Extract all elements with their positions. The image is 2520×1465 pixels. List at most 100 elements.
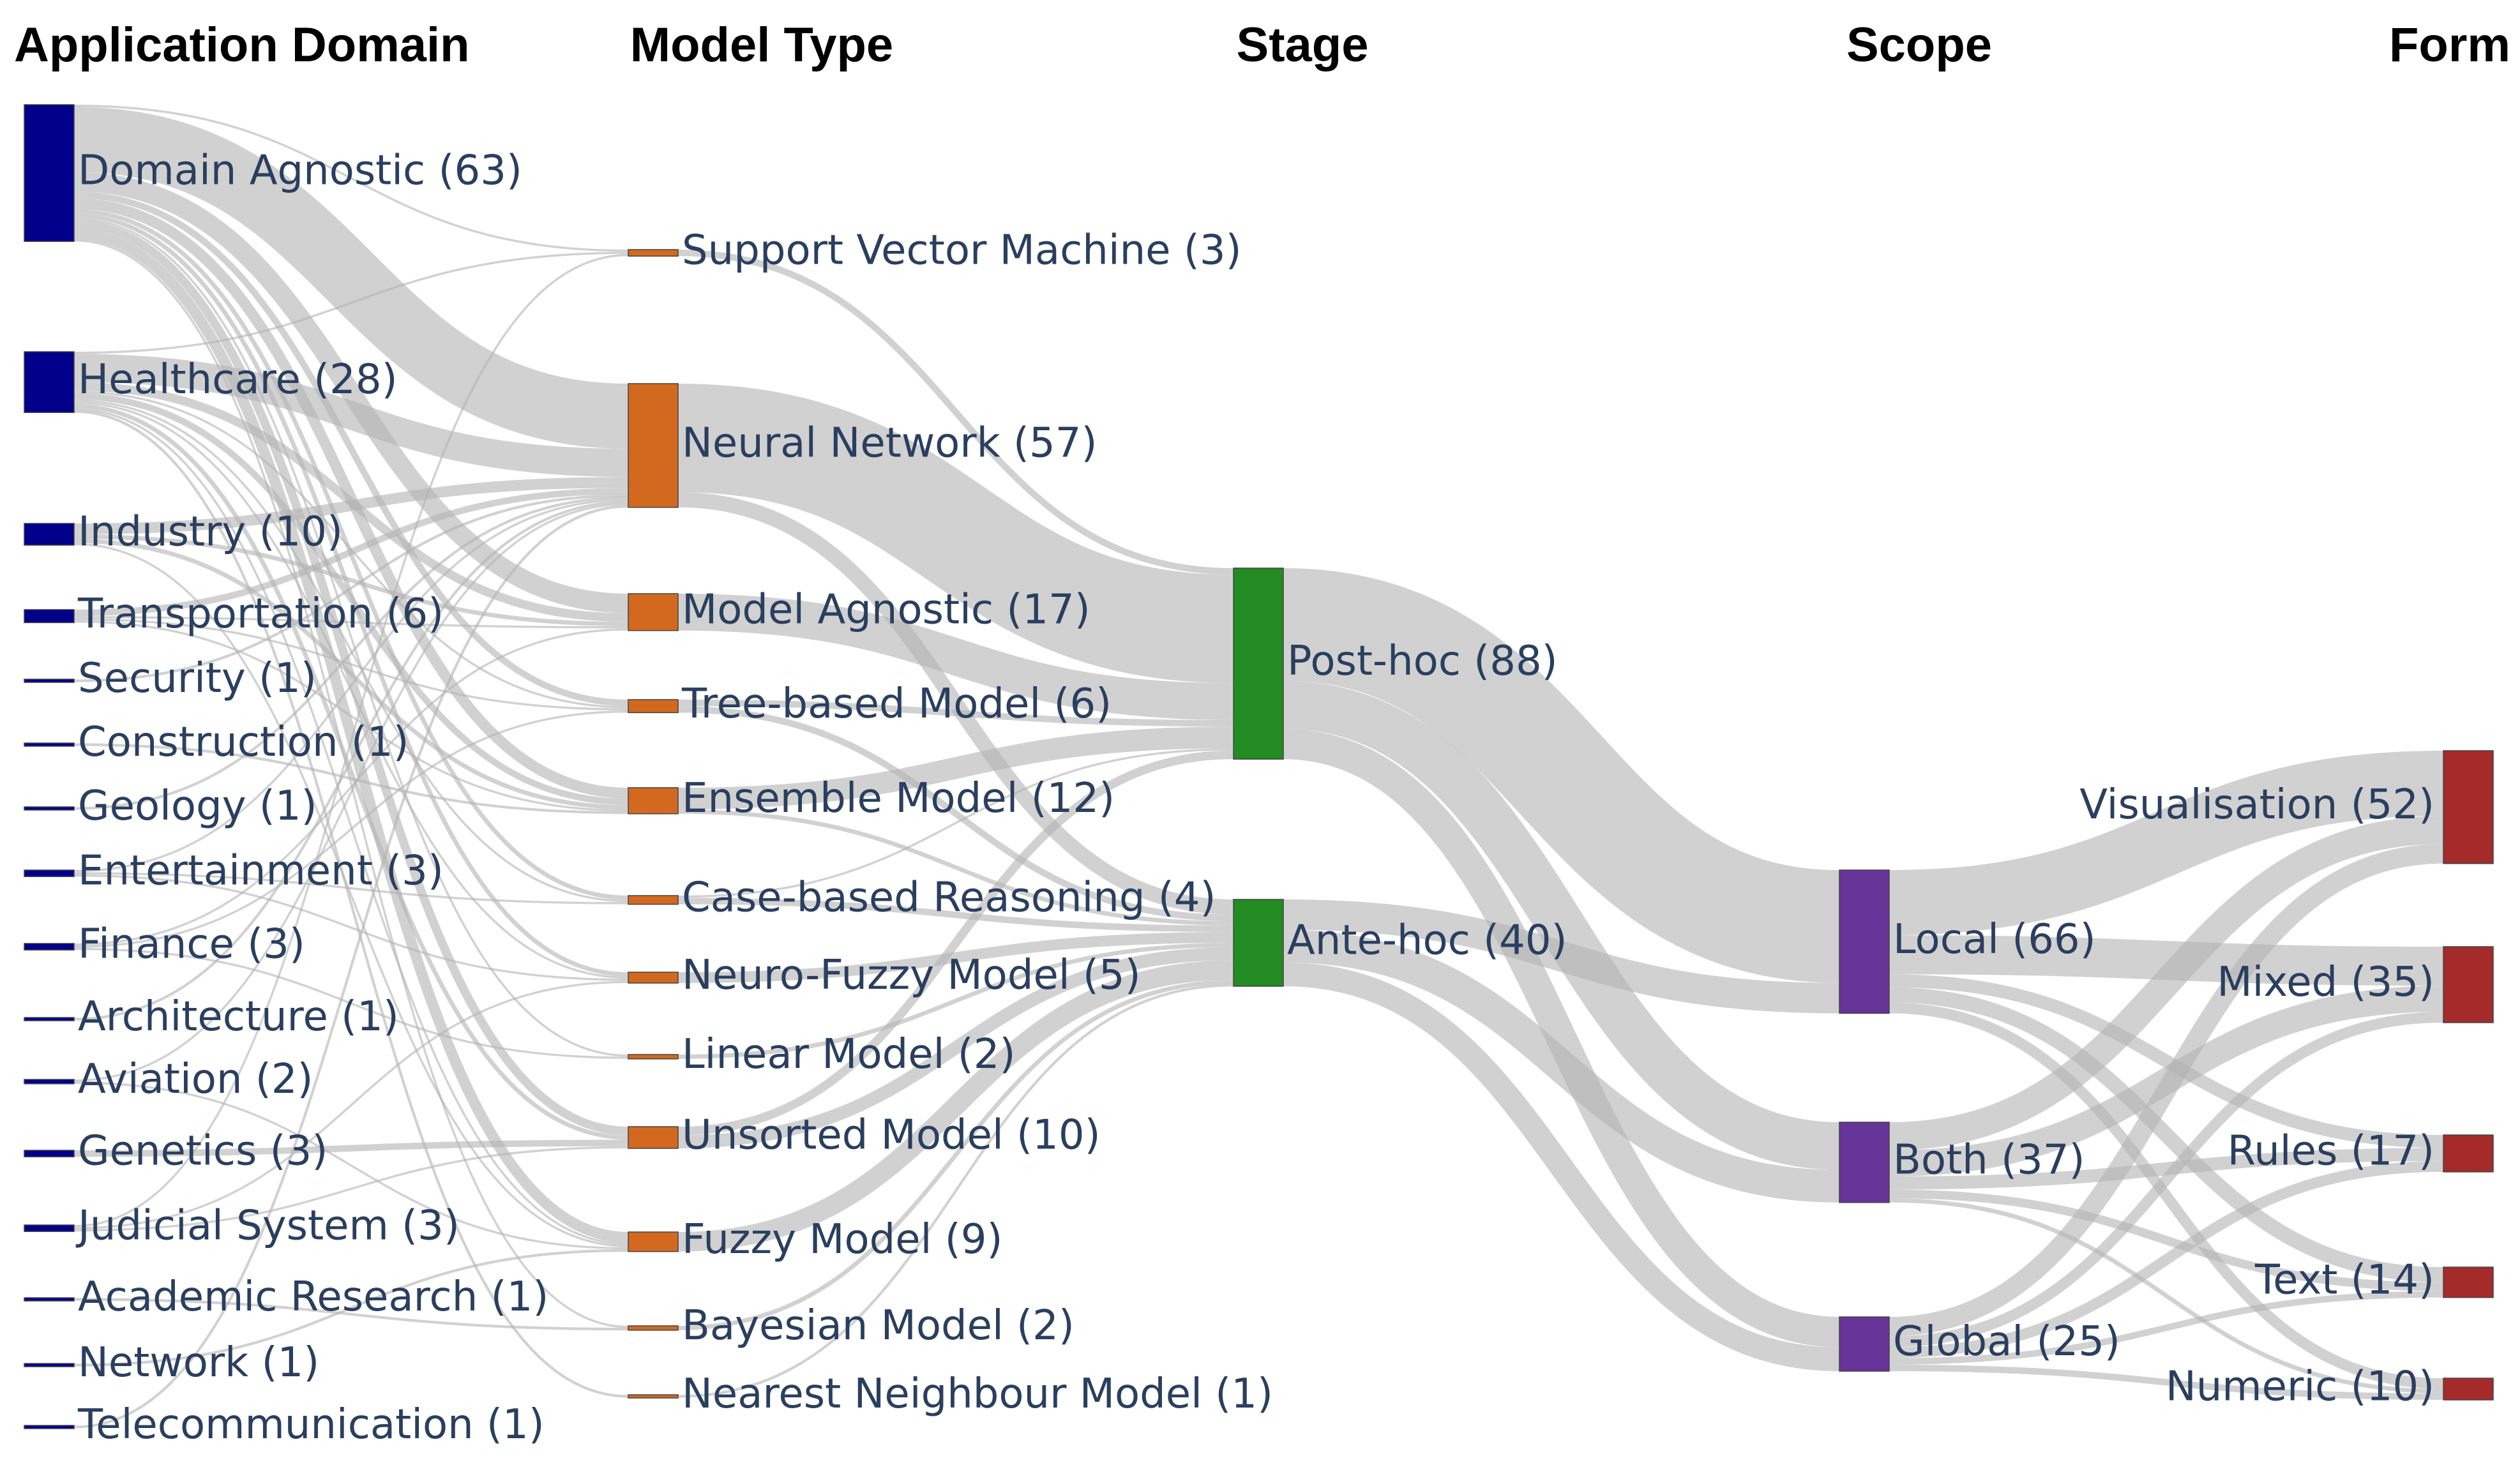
node-d_telecom[interactable] — [24, 1425, 75, 1429]
node-d_security[interactable] — [24, 679, 75, 683]
flow-link-d_industry-to-m_agnostic — [73, 534, 629, 626]
node-c_local[interactable] — [1839, 869, 1890, 1014]
node-d_network[interactable] — [24, 1363, 75, 1367]
label-m_bayes: Bayesian Model (2) — [682, 1302, 1075, 1349]
node-d_entertainment[interactable] — [24, 869, 75, 877]
node-m_nn[interactable] — [628, 383, 679, 508]
node-m_svm[interactable] — [628, 249, 679, 257]
node-f_mixed[interactable] — [2443, 946, 2494, 1023]
column-headers: Application Domain Model Type Stage Scop… — [14, 18, 2510, 72]
label-m_svm: Support Vector Machine (3) — [682, 227, 1242, 274]
label-d_academic: Academic Research (1) — [78, 1273, 548, 1321]
node-d_health[interactable] — [24, 351, 75, 413]
flow-link-d_academic-to-m_bayes — [73, 1298, 629, 1331]
flow-link-m_tree-to-s_ante — [677, 706, 1234, 921]
flow-link-m_ensemble-to-s_post — [677, 726, 1234, 809]
label-m_neurofuzzy: Neuro-Fuzzy Model (5) — [682, 952, 1141, 999]
flow-link-m_nn-to-s_ante — [677, 492, 1234, 915]
node-m_tree[interactable] — [628, 699, 679, 714]
label-c_local: Local (66) — [1893, 916, 2096, 963]
node-m_nnm[interactable] — [628, 1394, 679, 1399]
node-c_global[interactable] — [1839, 1316, 1890, 1372]
header-scope: Scope — [1846, 18, 1992, 72]
flow-link-c_local-to-f_numeric — [1889, 1002, 2444, 1389]
flow-link-d_agnostic-to-m_svm — [73, 105, 629, 252]
flow-link-d_security-to-m_nn — [73, 494, 629, 682]
label-c_both: Both (37) — [1893, 1136, 2085, 1183]
node-s_post[interactable] — [1233, 567, 1284, 760]
node-d_construction[interactable] — [24, 742, 75, 747]
flow-link-d_health-to-m_cbr — [73, 399, 629, 903]
node-f_vis[interactable] — [2443, 750, 2494, 864]
node-d_genetics[interactable] — [24, 1150, 75, 1157]
flow-link-d_genetics-to-m_unsorted — [73, 1139, 629, 1157]
flow-link-d_agnostic-to-m_neurofuzzy — [73, 213, 629, 977]
label-d_health: Healthcare (28) — [78, 356, 398, 403]
label-d_transport: Transportation (6) — [77, 590, 444, 638]
node-bars — [24, 104, 2494, 1429]
flow-link-d_construction-to-m_ensemble — [73, 743, 629, 815]
label-m_unsorted: Unsorted Model (10) — [682, 1112, 1101, 1159]
node-s_ante[interactable] — [1233, 899, 1284, 987]
node-d_transport[interactable] — [24, 609, 75, 624]
label-d_network: Network (1) — [78, 1339, 319, 1386]
node-d_industry[interactable] — [24, 523, 75, 546]
flow-link-d_aviation-to-m_fuzzy — [73, 1081, 629, 1250]
flow-link-d_agnostic-to-m_unsorted — [73, 220, 629, 1136]
node-d_architecture[interactable] — [24, 1017, 75, 1021]
flow-link-m_bayes-to-s_ante — [677, 979, 1234, 1330]
node-f_rules[interactable] — [2443, 1134, 2494, 1173]
label-m_tree: Tree-based Model (6) — [681, 680, 1112, 728]
label-s_post: Post-hoc (88) — [1287, 638, 1558, 685]
label-m_fuzzy: Fuzzy Model (9) — [682, 1216, 1002, 1263]
node-d_finance[interactable] — [24, 943, 75, 950]
flow-link-m_cbr-to-s_post — [677, 748, 1234, 898]
node-c_both[interactable] — [1839, 1122, 1890, 1203]
flow-link-d_health-to-m_nnm — [73, 410, 629, 1398]
node-m_bayes[interactable] — [628, 1325, 679, 1331]
label-f_numeric: Numeric (10) — [2166, 1364, 2434, 1411]
flow-link-d_entertainment-to-m_cbr — [73, 872, 629, 905]
node-d_academic[interactable] — [24, 1297, 75, 1302]
flow-link-s_post-to-c_global — [1283, 728, 1840, 1348]
flow-link-c_local-to-f_mixed — [1889, 935, 2444, 986]
node-m_agnostic[interactable] — [628, 593, 679, 631]
label-m_cbr: Case-based Reasoning (4) — [682, 874, 1216, 921]
label-c_global: Global (25) — [1893, 1318, 2120, 1365]
label-f_text: Text (14) — [2254, 1256, 2434, 1303]
node-m_cbr[interactable] — [628, 895, 679, 905]
label-m_ensemble: Ensemble Model (12) — [682, 775, 1115, 822]
label-d_geology: Geology (1) — [78, 783, 317, 830]
node-m_unsorted[interactable] — [628, 1126, 679, 1149]
node-d_judicial[interactable] — [24, 1224, 75, 1232]
node-d_aviation[interactable] — [24, 1079, 75, 1085]
node-f_numeric[interactable] — [2443, 1378, 2494, 1401]
flow-link-d_agnostic-to-m_bayes — [73, 239, 629, 1328]
flow-links — [73, 105, 2444, 1429]
flow-link-d_transport-to-m_agnostic — [73, 616, 629, 629]
label-d_genetics: Genetics (3) — [78, 1128, 328, 1175]
node-m_fuzzy[interactable] — [628, 1231, 679, 1252]
node-f_text[interactable] — [2443, 1266, 2494, 1298]
node-d_geology[interactable] — [24, 806, 75, 811]
flow-link-d_agnostic-to-m_nn — [73, 107, 629, 449]
flow-link-c_global-to-f_mixed — [1889, 1012, 2444, 1348]
label-f_mixed: Mixed (35) — [2217, 959, 2434, 1006]
label-d_entertainment: Entertainment (3) — [78, 848, 444, 895]
flow-link-c_both-to-f_rules — [1889, 1148, 2444, 1190]
node-d_agnostic[interactable] — [24, 104, 75, 242]
label-d_agnostic: Domain Agnostic (63) — [78, 147, 522, 195]
flow-link-c_local-to-f_vis — [1889, 751, 2444, 935]
flow-link-c_local-to-f_rules — [1889, 974, 2444, 1148]
flow-link-d_judicial-to-m_neurofuzzy — [73, 980, 629, 1229]
flow-link-d_finance-to-m_linear — [73, 947, 629, 1059]
node-m_linear[interactable] — [628, 1054, 679, 1060]
flow-link-d_agnostic-to-m_linear — [73, 217, 629, 1057]
flow-link-d_agnostic-to-m_tree — [73, 192, 629, 707]
flow-link-d_aviation-to-m_nn — [73, 503, 629, 1082]
node-m_neurofuzzy[interactable] — [628, 972, 679, 984]
node-m_ensemble[interactable] — [628, 787, 679, 815]
flow-link-m_nn-to-s_post — [677, 384, 1234, 684]
label-m_nn: Neural Network (57) — [682, 419, 1097, 467]
